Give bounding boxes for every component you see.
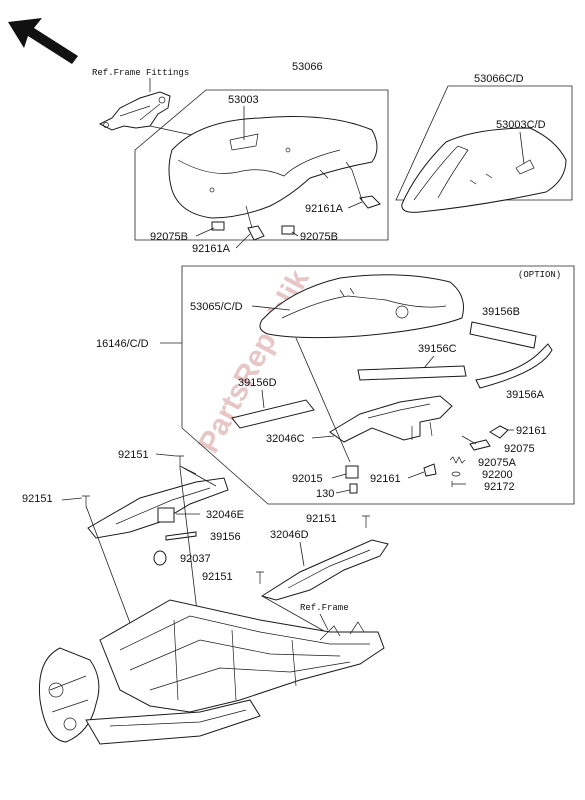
label-53066cd: 53066C/D [474, 73, 524, 85]
bolt-92151-b [82, 495, 90, 506]
frame-fittings-bracket [98, 91, 171, 131]
label-92075: 92075 [504, 443, 535, 455]
label-39156c: 39156C [418, 343, 457, 355]
bolt-130 [349, 483, 358, 494]
plate-92075 [469, 439, 491, 451]
label-39156a: 39156A [506, 389, 545, 401]
plate-32046d [260, 539, 389, 601]
label-39156: 39156 [210, 531, 241, 543]
label-32046e: 32046E [206, 509, 244, 521]
collar-92015 [345, 465, 359, 479]
label-53003cd: 53003C/D [496, 119, 546, 131]
label-53066: 53066 [292, 61, 323, 73]
label-92151-a: 92151 [118, 449, 149, 461]
bracket-32046c [329, 395, 453, 443]
label-32046c: 32046C [266, 433, 305, 445]
option-box-outline [181, 265, 575, 505]
pad-39156b [469, 321, 537, 349]
rider-seat [168, 116, 378, 219]
label-53065: 53065/C/D [190, 301, 243, 313]
damper-92161-mid [423, 463, 437, 477]
ref-frame-fittings-label: Ref.Frame Fittings [92, 68, 189, 78]
rod-39156 [165, 531, 197, 541]
label-92172: 92172 [484, 481, 515, 493]
plate-32046e [87, 477, 229, 539]
front-arrow-icon [8, 18, 78, 64]
pad-39156c [357, 365, 467, 381]
label-92151-b: 92151 [22, 493, 53, 505]
bolt-92151-c [362, 515, 370, 528]
label-53003: 53003 [228, 94, 259, 106]
label-92161a-left: 92161A [192, 243, 231, 255]
seat-damper-right [281, 225, 295, 235]
seat-hook-left [245, 205, 265, 241]
label-92151-c: 92151 [306, 513, 337, 525]
screw-92172 [451, 481, 466, 487]
label-92075b-right: 92075B [300, 231, 338, 243]
clamp-92037 [153, 550, 167, 566]
label-92161-right: 92161 [516, 425, 547, 437]
damper-92161-right [489, 425, 509, 439]
frame-assembly [38, 599, 385, 745]
label-92037: 92037 [180, 553, 211, 565]
spring-92075a [449, 456, 466, 464]
label-92161-mid: 92161 [370, 473, 401, 485]
cowl-box-outline [395, 85, 573, 201]
pad-39156d [231, 399, 315, 429]
ref-frame-label: Ref.Frame [300, 603, 349, 613]
label-32046d: 32046D [270, 529, 309, 541]
label-92151-d: 92151 [202, 571, 233, 583]
seat-hook-right [351, 169, 381, 209]
solo-seat-cowl [259, 274, 464, 339]
pad-39156a [475, 343, 553, 389]
clip-92200 [451, 471, 461, 477]
label-130: 130 [316, 488, 334, 500]
seat-damper-left [211, 221, 225, 231]
seat-box-outline [134, 89, 389, 241]
seat-cowl [401, 127, 567, 213]
label-92161a-right: 92161A [305, 203, 344, 215]
label-16146: 16146/C/D [96, 338, 149, 350]
label-39156b: 39156B [482, 306, 520, 318]
label-39156d: 39156D [238, 377, 277, 389]
option-label: (OPTION) [518, 270, 561, 280]
label-92075b-left: 92075B [150, 231, 188, 243]
bolt-92151-d [256, 571, 264, 584]
label-92015: 92015 [292, 473, 323, 485]
label-92200: 92200 [482, 469, 513, 481]
label-92075a: 92075A [478, 457, 517, 469]
